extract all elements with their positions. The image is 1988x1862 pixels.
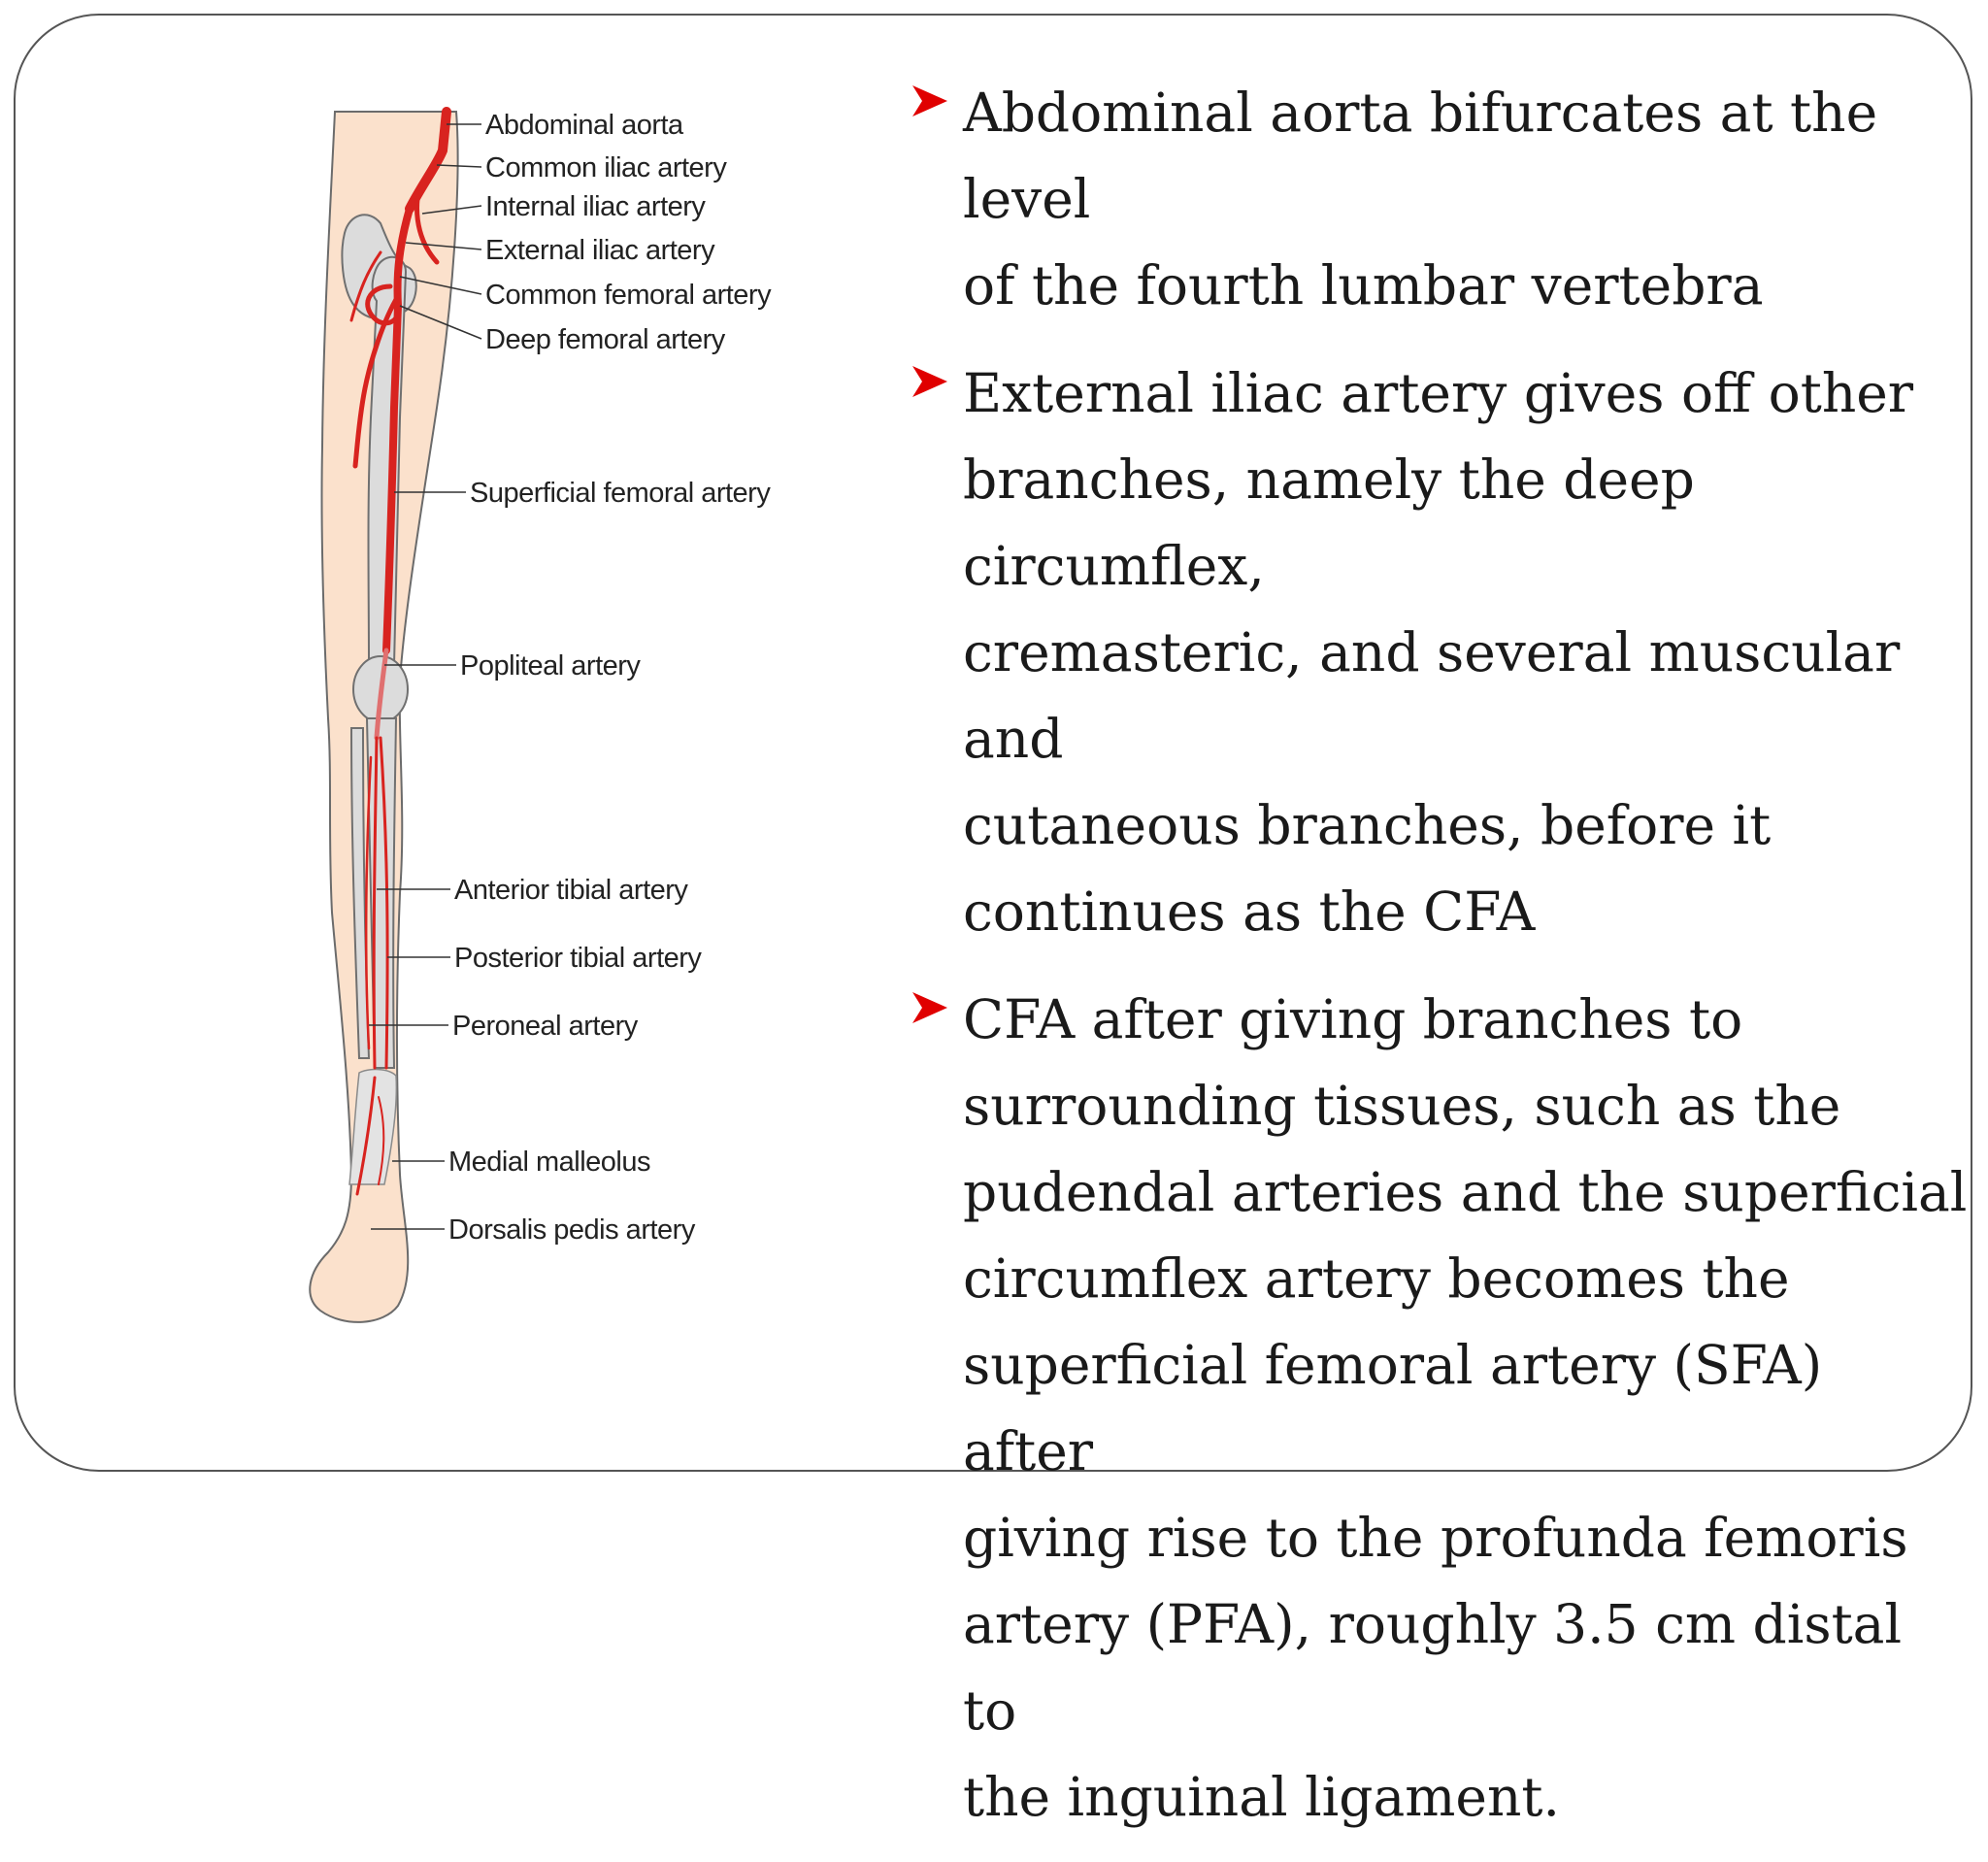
label-medial-malleolus: Medial malleolus bbox=[448, 1147, 650, 1178]
label-posterior-tibial: Posterior tibial artery bbox=[454, 943, 702, 974]
bullet-list: Abdominal aorta bifurcates at the level … bbox=[911, 70, 1969, 1862]
leader-common-femoral bbox=[399, 276, 482, 295]
bullet-line: External iliac artery gives off other bbox=[963, 362, 1914, 424]
label-common-iliac: Common iliac artery bbox=[485, 152, 727, 183]
label-abdominal-aorta: Abdominal aorta bbox=[485, 110, 684, 141]
leader-common-iliac bbox=[436, 164, 482, 168]
dorsalis-pedis-artery bbox=[355, 1076, 377, 1196]
bullet-line: artery (PFA), roughly 3.5 cm distal to bbox=[963, 1593, 1903, 1742]
bullet-line: circumflex artery becomes the bbox=[963, 1247, 1790, 1310]
label-peroneal: Peroneal artery bbox=[452, 1011, 639, 1042]
bullet-line: the inguinal ligament. bbox=[963, 1766, 1560, 1828]
bullet-line: of the fourth lumbar vertebra bbox=[963, 254, 1764, 316]
bullet-text: Abdominal aorta bifurcates at the level … bbox=[963, 70, 1969, 329]
leader-deep-femoral bbox=[399, 305, 482, 340]
aorta-artery bbox=[405, 107, 451, 214]
bullet-line: Abdominal aorta bifurcates at the level bbox=[963, 82, 1878, 230]
label-common-femoral: Common femoral artery bbox=[485, 280, 772, 311]
leader-internal-iliac bbox=[421, 205, 482, 215]
label-internal-iliac: Internal iliac artery bbox=[485, 191, 706, 222]
label-external-iliac: External iliac artery bbox=[485, 235, 715, 266]
red-arrowhead-icon bbox=[912, 85, 947, 116]
label-dorsalis-pedis: Dorsalis pedis artery bbox=[448, 1214, 696, 1246]
bullet-line: branches, namely the deep circumflex, bbox=[963, 449, 1695, 597]
peroneal-artery bbox=[364, 755, 373, 1050]
label-anterior-tibial: Anterior tibial artery bbox=[454, 875, 688, 906]
artery-network bbox=[349, 107, 451, 1196]
label-popliteal: Popliteal artery bbox=[460, 650, 641, 682]
bullet-text: External iliac artery gives off other br… bbox=[963, 350, 1969, 955]
red-arrowhead-icon bbox=[912, 992, 947, 1023]
label-superficial-femoral: Superficial femoral artery bbox=[470, 478, 771, 509]
posterior-tibial-artery bbox=[379, 736, 389, 1070]
bullet-line: cremasteric, and several muscular and bbox=[963, 621, 1901, 770]
leader-lines bbox=[369, 123, 482, 1230]
superficial-femoral-artery bbox=[382, 302, 402, 654]
leader-external-iliac bbox=[405, 242, 482, 250]
leg-arteries-illustration: Abdominal aorta Common iliac artery Inte… bbox=[309, 107, 773, 1323]
red-arrowhead-icon bbox=[912, 366, 947, 397]
pelvic-branch-artery bbox=[349, 250, 382, 322]
foot-bones bbox=[348, 1068, 398, 1185]
leg-arteries-diagram: Abdominal aorta Common iliac artery Inte… bbox=[291, 97, 796, 1359]
bullet-line: cutaneous branches, before it bbox=[963, 794, 1772, 856]
bullet-line: CFA after giving branches to bbox=[963, 988, 1743, 1050]
fibula-bone bbox=[349, 727, 371, 1059]
foot-branch-artery bbox=[378, 1096, 385, 1185]
anterior-tibial-artery bbox=[372, 736, 379, 1070]
label-deep-femoral: Deep femoral artery bbox=[485, 324, 726, 355]
bullet-item: CFA after giving branches to surrounding… bbox=[911, 977, 1969, 1841]
bullet-line: surrounding tissues, such as the bbox=[963, 1075, 1841, 1137]
deep-femoral-artery bbox=[352, 293, 401, 469]
bullet-text: CFA after giving branches to surrounding… bbox=[963, 977, 1969, 1841]
internal-iliac-artery bbox=[414, 196, 440, 265]
bullet-line: continues as the CFA bbox=[963, 881, 1536, 943]
bullet-line: superficial femoral artery (SFA) after bbox=[963, 1334, 1823, 1482]
bullet-line: giving rise to the profunda femoris bbox=[963, 1507, 1908, 1569]
bullet-line: pudendal arteries and the superficial bbox=[963, 1161, 1968, 1223]
bullet-item: External iliac artery gives off other br… bbox=[911, 350, 1969, 955]
bullet-item: Abdominal aorta bifurcates at the level … bbox=[911, 70, 1969, 329]
popliteal-artery bbox=[374, 648, 389, 741]
